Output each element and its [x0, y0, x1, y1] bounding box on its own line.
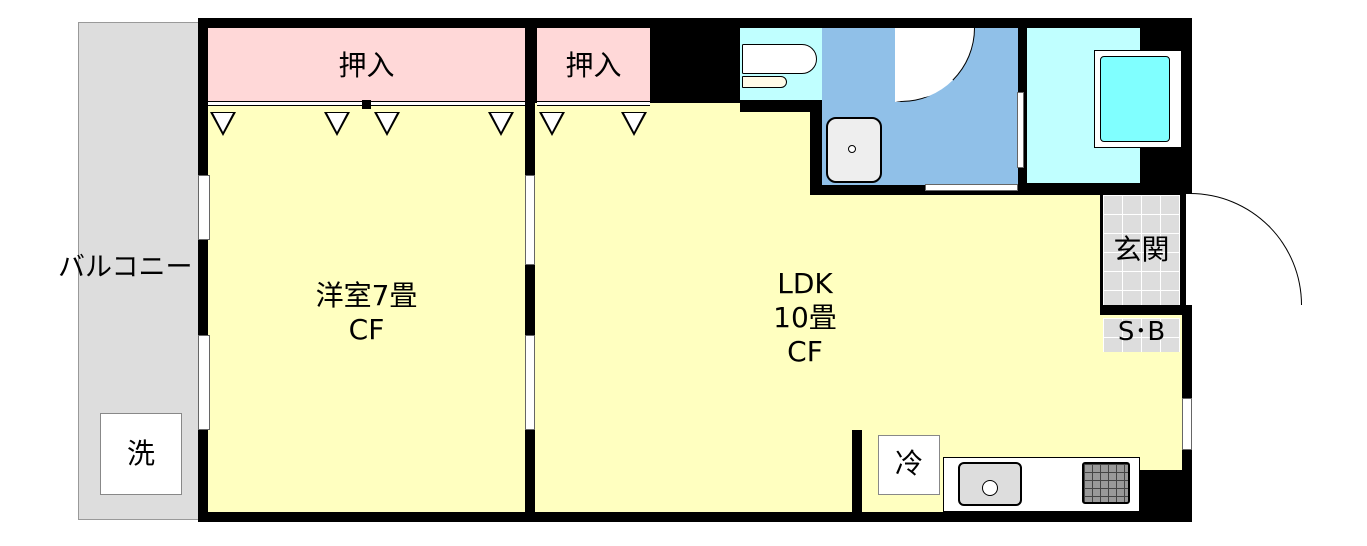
entrance-label: 玄関: [1113, 233, 1170, 266]
closet-1: [208, 28, 525, 102]
fridge-space: [878, 435, 940, 495]
bedroom-floor: CF: [348, 313, 385, 346]
window[interactable]: [525, 335, 535, 430]
closet-post: [362, 100, 371, 109]
bathtub-water: [1100, 56, 1170, 142]
shoe-box-label: S･B: [1117, 317, 1166, 347]
window[interactable]: [198, 175, 210, 240]
partition-wall: [852, 430, 862, 520]
entrance: [1103, 195, 1180, 305]
fridge-label: 冷: [894, 447, 923, 480]
closet-door[interactable]: [210, 112, 236, 136]
closet-door[interactable]: [621, 112, 647, 136]
closet-2-label: 押入: [565, 49, 622, 82]
closet-door[interactable]: [539, 112, 565, 136]
entrance-door[interactable]: [1186, 193, 1302, 305]
bath-wall: [1140, 28, 1192, 50]
sink-drain-icon: [982, 480, 998, 496]
washer-label: 洗: [126, 437, 155, 470]
window[interactable]: [525, 175, 535, 265]
window[interactable]: [198, 335, 210, 430]
bedroom-name: 洋室7畳: [315, 279, 418, 312]
window[interactable]: [1182, 398, 1192, 450]
washroom-sliding-door[interactable]: [925, 184, 1018, 191]
bath-door[interactable]: [1017, 92, 1024, 168]
washroom-wall: [740, 100, 822, 112]
ldk-size: 10畳: [773, 301, 837, 334]
toilet-tank-icon: [742, 76, 787, 88]
stove-icon: [1082, 462, 1130, 504]
closet-door[interactable]: [374, 112, 400, 136]
closet-door[interactable]: [324, 112, 350, 136]
shoe-box: [1103, 318, 1180, 352]
toilet-icon: [742, 44, 817, 74]
bedroom: [208, 103, 525, 512]
ldk-floor: CF: [787, 335, 823, 368]
closet-1-label: 押入: [338, 49, 395, 82]
kitchen-wall: [1140, 470, 1192, 522]
closet-2: [537, 28, 650, 102]
closet-rail-2: [537, 101, 650, 106]
washer-space: [100, 413, 182, 495]
ldk-name: LDK: [777, 267, 833, 300]
drain-icon: [848, 145, 856, 153]
closet-door[interactable]: [488, 112, 514, 136]
balcony-label: バルコニー: [58, 252, 193, 283]
